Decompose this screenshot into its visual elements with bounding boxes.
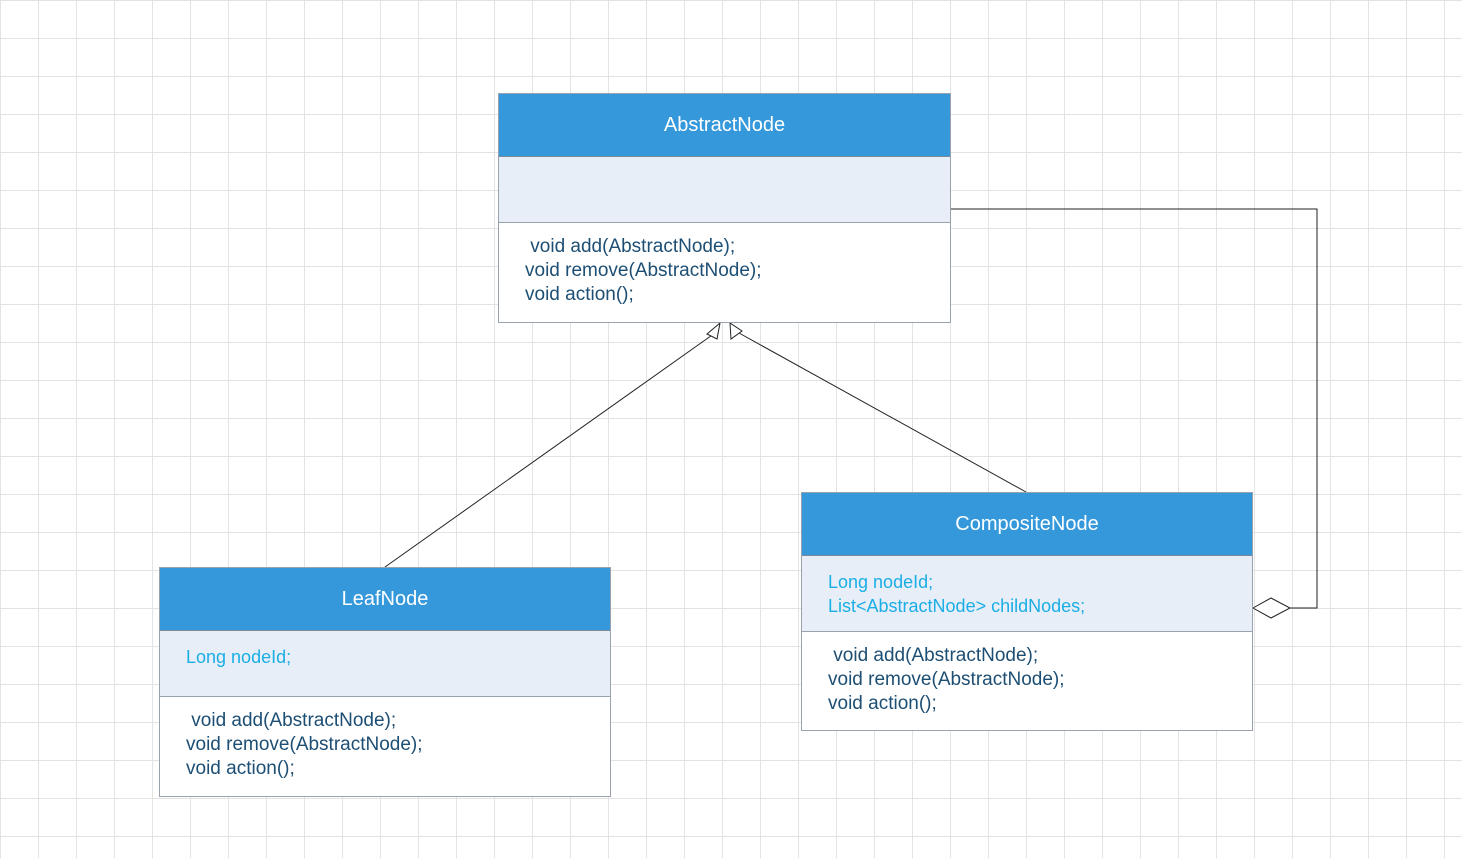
attribute-child-nodes: List<AbstractNode> childNodes; xyxy=(828,596,1086,616)
attribute-node-id: Long nodeId; xyxy=(828,572,934,592)
class-header: LeafNode xyxy=(160,568,610,631)
class-name: AbstractNode xyxy=(663,113,786,136)
class-header: AbstractNode xyxy=(499,94,950,157)
method-remove: void remove(AbstractNode); xyxy=(186,734,423,755)
class-leaf-node[interactable]: LeafNode Long nodeId; void add(AbstractN… xyxy=(159,567,611,797)
method-add: void add(AbstractNode); xyxy=(828,645,1039,666)
attributes-compartment: Long nodeId; List<AbstractNode> childNod… xyxy=(802,556,1252,632)
method-action: void action(); xyxy=(186,758,295,779)
class-composite-node[interactable]: CompositeNode Long nodeId; List<Abstract… xyxy=(801,492,1253,731)
method-add: void add(AbstractNode); xyxy=(186,710,397,731)
methods-compartment: void add(AbstractNode); void remove(Abst… xyxy=(802,632,1252,716)
class-name: LeafNode xyxy=(341,587,429,610)
generalization-line-leafnode[interactable] xyxy=(384,332,716,568)
generalization-arrowhead-leafnode[interactable] xyxy=(706,321,721,340)
methods-compartment: void add(AbstractNode); void remove(Abst… xyxy=(160,697,610,781)
attributes-compartment: Long nodeId; xyxy=(160,631,610,697)
class-name: CompositeNode xyxy=(955,512,1099,535)
method-add: void add(AbstractNode); xyxy=(525,236,736,257)
methods-compartment: void add(AbstractNode); void remove(Abst… xyxy=(499,223,950,307)
generalization-line-compositenode[interactable] xyxy=(738,332,1027,493)
method-action: void action(); xyxy=(525,284,634,305)
class-abstract-node[interactable]: AbstractNode void add(AbstractNode); voi… xyxy=(498,93,951,323)
attributes-compartment xyxy=(499,157,950,223)
class-header: CompositeNode xyxy=(802,493,1252,556)
method-action: void action(); xyxy=(828,693,937,714)
attribute-node-id: Long nodeId; xyxy=(186,647,292,667)
method-remove: void remove(AbstractNode); xyxy=(828,669,1065,690)
method-remove: void remove(AbstractNode); xyxy=(525,260,762,281)
aggregation-diamond[interactable] xyxy=(1251,597,1292,619)
generalization-arrowhead-compositenode[interactable] xyxy=(729,322,743,340)
